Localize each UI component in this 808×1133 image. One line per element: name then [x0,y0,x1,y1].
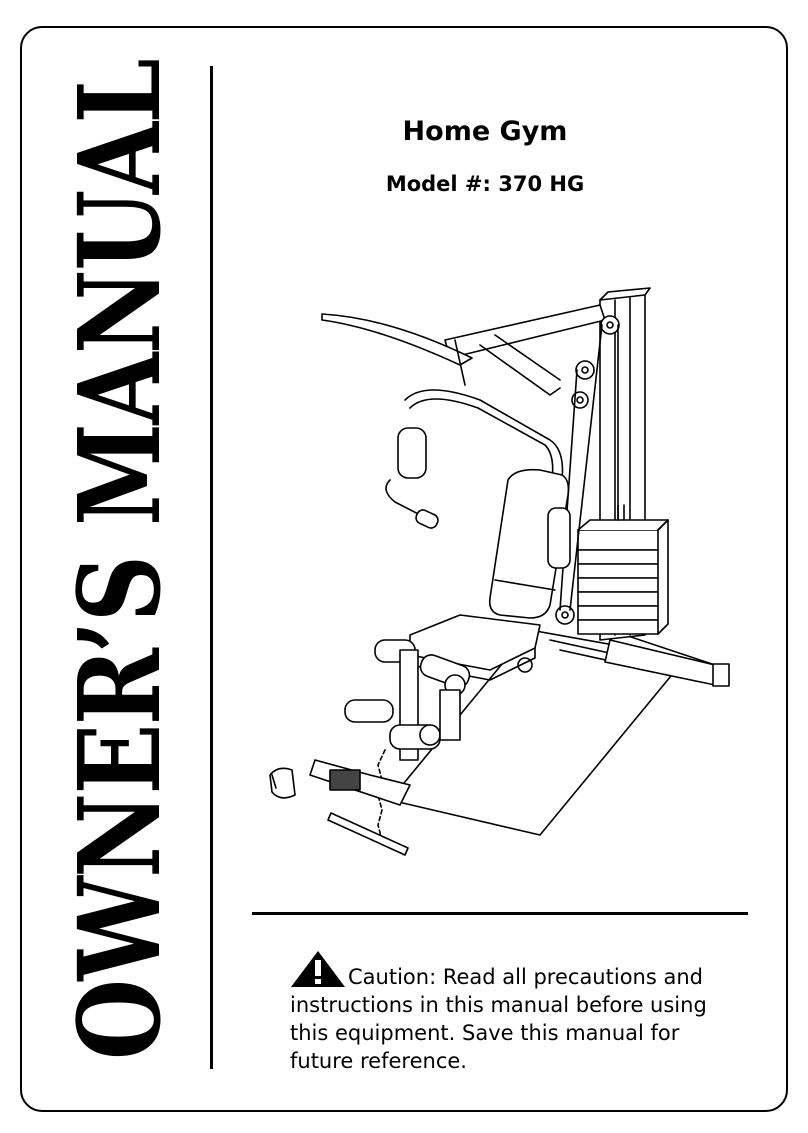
vertical-divider [210,66,213,1069]
warning-triangle-icon [291,951,345,987]
vertical-title: OWNER’S MANUAL [53,59,186,1060]
caution-text-1: Caution: Read all precautions and [348,965,703,989]
page-border [20,26,788,1112]
caution-notice: Caution: Read all precautions and instru… [290,950,730,1075]
caution-line-4: future reference. [290,1049,467,1073]
product-title: Home Gym [402,116,568,147]
caution-line-1: Caution: Read all precautions and [290,950,730,991]
model-number: Model #: 370 HG [385,172,585,196]
horizontal-divider [252,912,748,915]
caution-line-2: instructions in this manual before using [290,993,707,1017]
home-gym-illustration [269,287,730,856]
caution-line-3: this equipment. Save this manual for [290,1021,680,1045]
weight-stack [577,519,669,635]
